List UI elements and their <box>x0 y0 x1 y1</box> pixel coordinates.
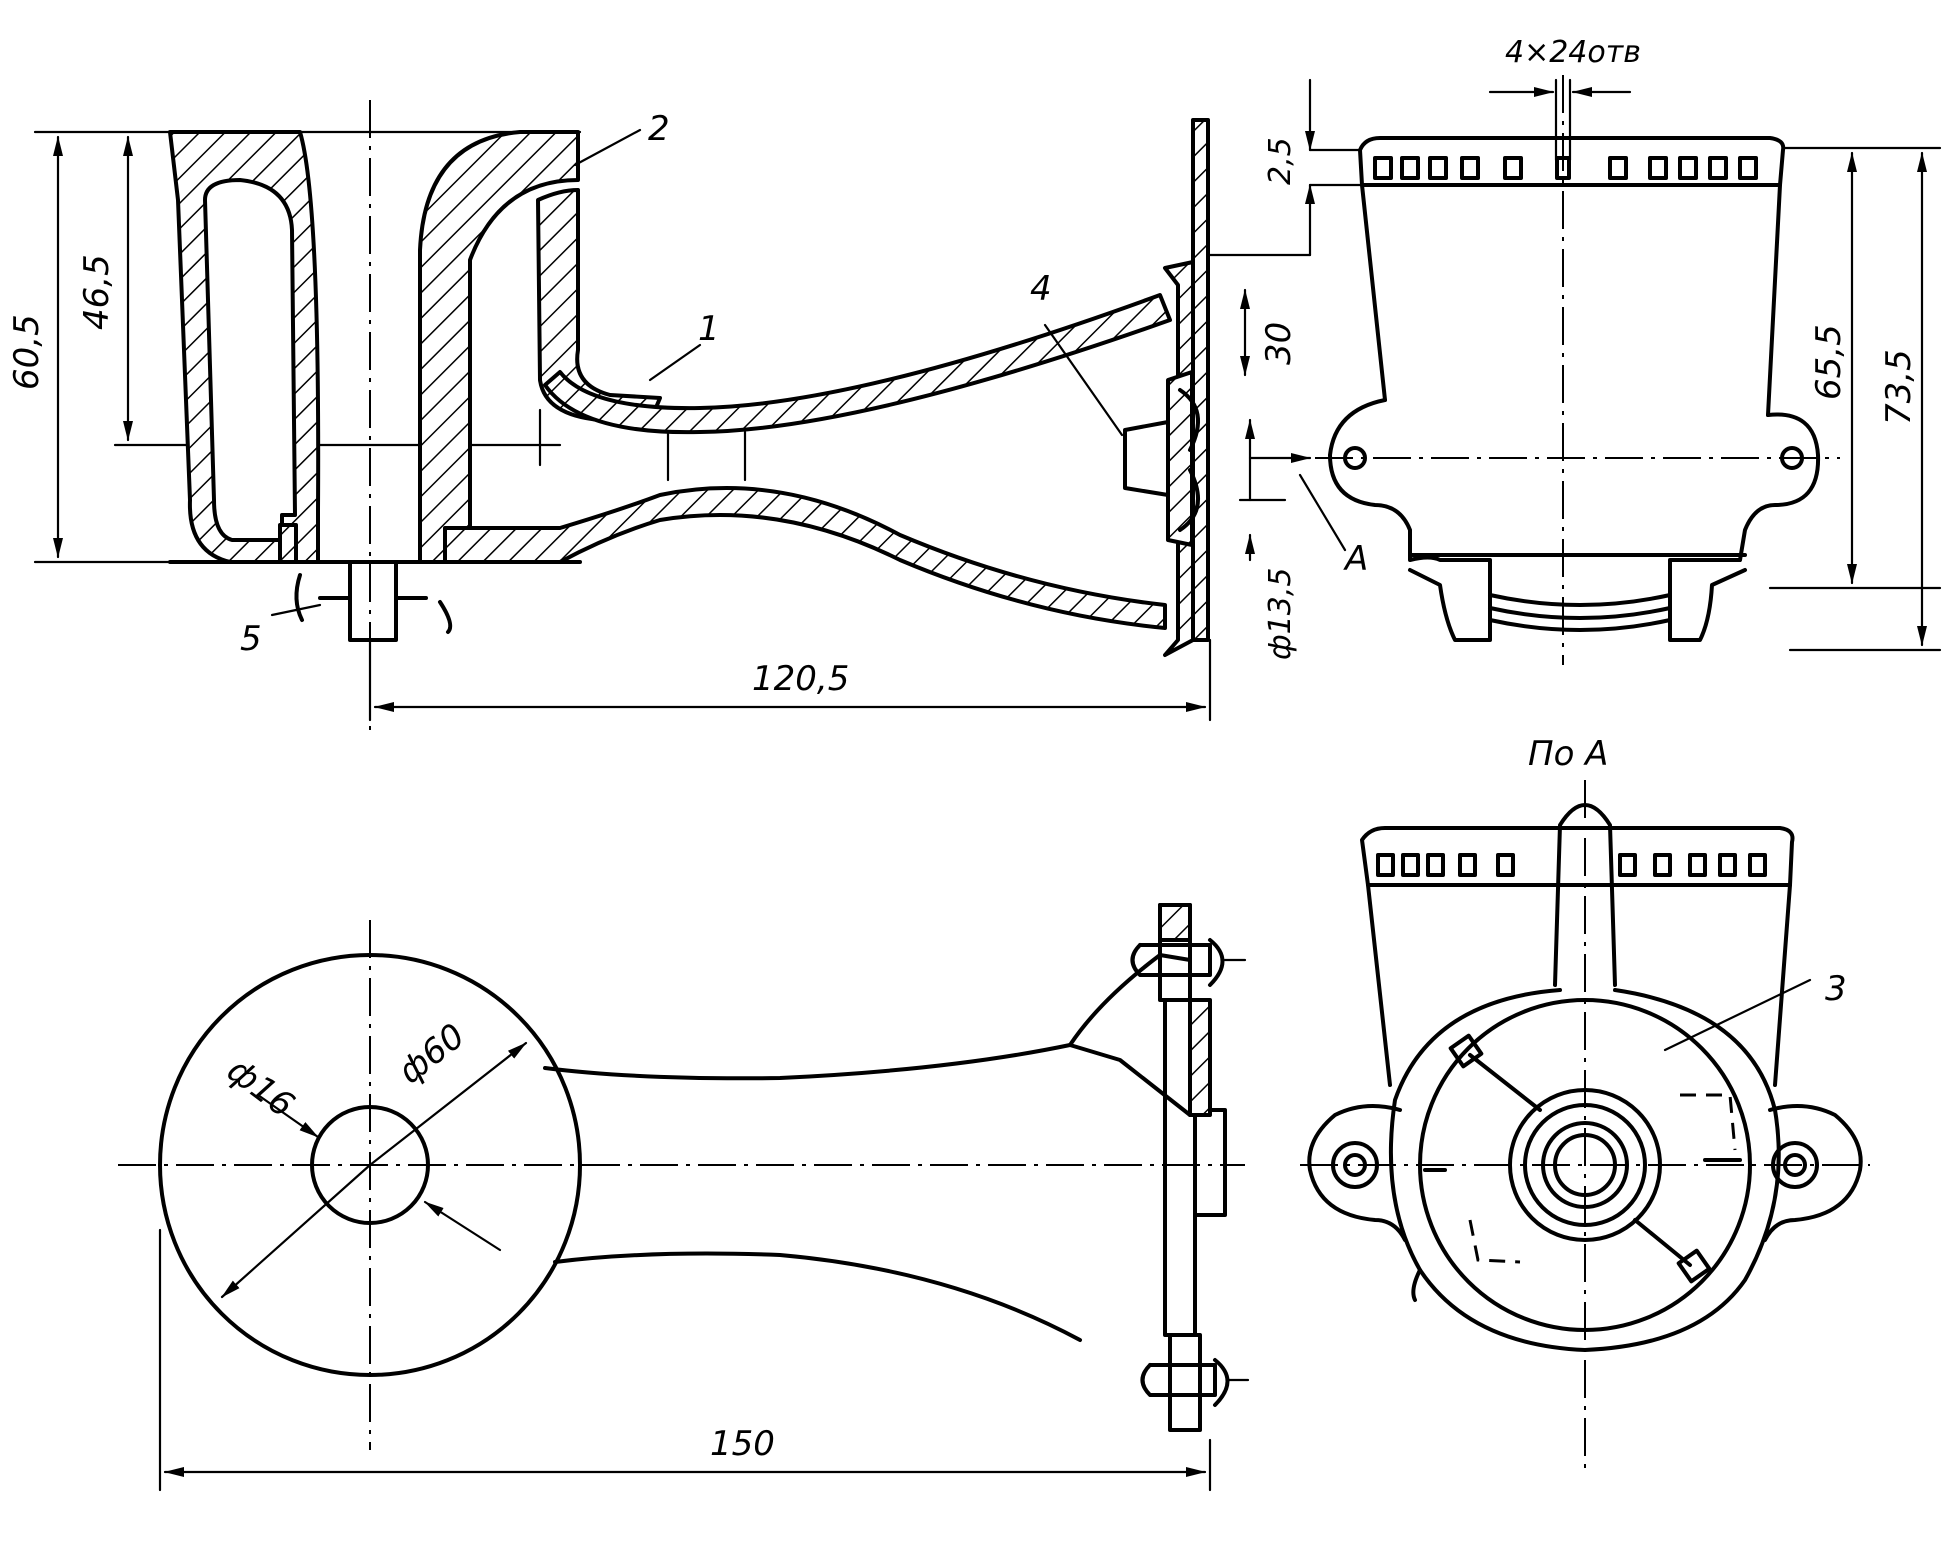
dim-diaphragm-offset: 30 <box>1259 322 1299 365</box>
dim-cup-diameter: ф60 <box>391 1016 473 1092</box>
dim-height-total: 60,5 <box>7 314 47 390</box>
dim-nozzle-diameter: ф13,5 <box>1263 568 1298 660</box>
cup-right-wall <box>418 130 580 564</box>
horn-lower-wall <box>443 486 1167 630</box>
bore-circle <box>310 1105 430 1225</box>
diaphragm-flange <box>1191 118 1210 642</box>
dim-height-overall: 73,5 <box>1879 349 1919 425</box>
dim-rim-thickness: 2,5 <box>1263 137 1298 185</box>
dim-length-overall: 150 <box>710 1424 775 1464</box>
view-mark-a: A <box>1343 539 1368 579</box>
part-label-3: 3 <box>1825 969 1847 1009</box>
section-view <box>33 100 1312 730</box>
dim-bore-diameter: ф16 <box>220 1050 302 1125</box>
part-label-4: 4 <box>1030 269 1052 309</box>
part-label-2: 2 <box>648 109 670 149</box>
view-A <box>1300 780 1870 1470</box>
dim-height-body: 65,5 <box>1809 324 1849 400</box>
part-label-5: 5 <box>240 619 262 659</box>
rim <box>1358 136 1786 187</box>
horn-upper-wall <box>543 293 1172 435</box>
view-title: По А <box>1528 734 1608 774</box>
horn-outline <box>543 1043 1072 1081</box>
part-label-1: 1 <box>698 309 720 349</box>
front-view <box>1298 75 1942 665</box>
dim-height-inner: 46,5 <box>77 254 117 330</box>
disc-outline <box>1388 988 1781 1352</box>
labels: 2 1 4 5 3 A По А 4×24отв 60,5 46,5 120,5… <box>7 35 1919 1464</box>
cup-outer-circle <box>158 953 582 1377</box>
body <box>1360 183 1782 417</box>
fin <box>1553 803 1617 987</box>
dim-length-axis: 120,5 <box>752 659 849 699</box>
holes-note: 4×24отв <box>1505 35 1641 70</box>
view-a-rim-slots <box>1376 853 1767 877</box>
top-view <box>118 903 1250 1492</box>
nozzle <box>348 560 398 642</box>
rim-slots <box>1373 156 1758 180</box>
